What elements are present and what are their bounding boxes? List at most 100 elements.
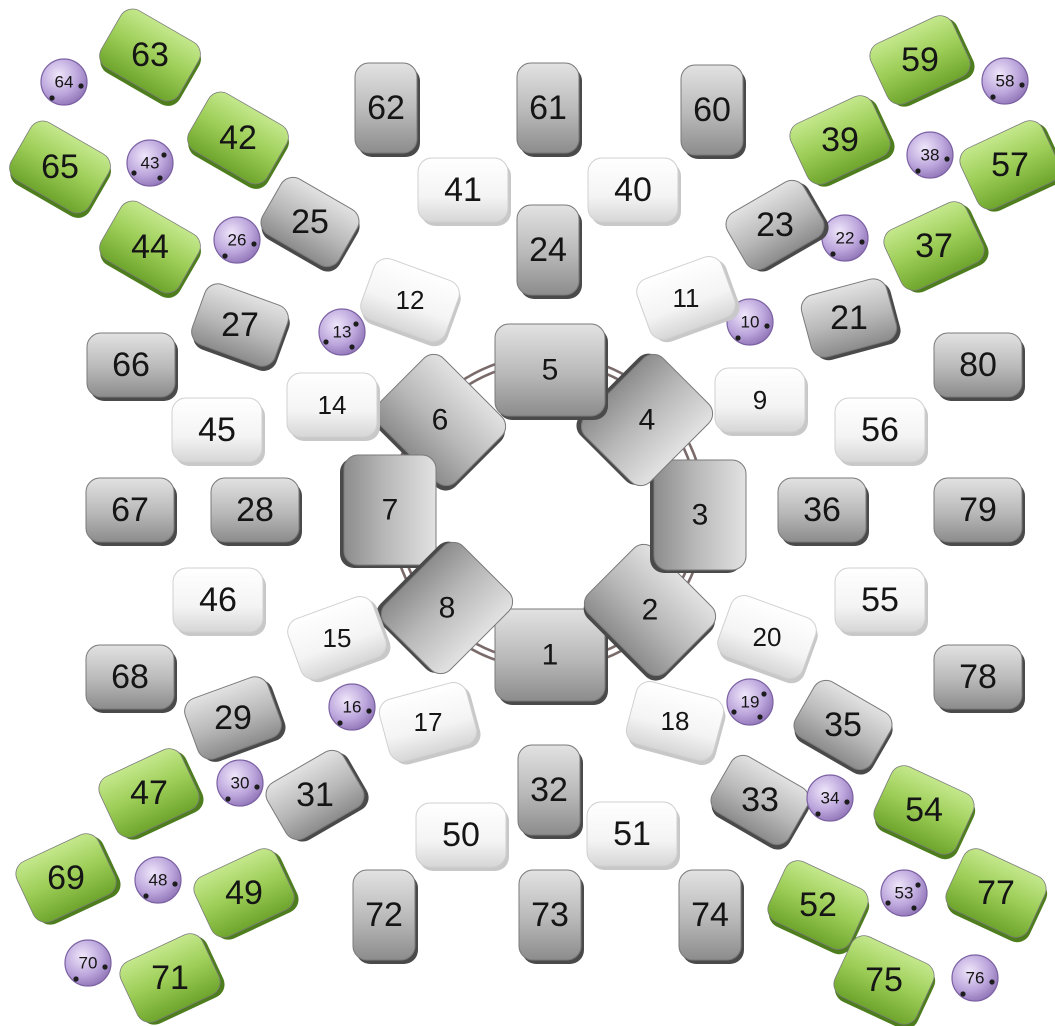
node-label: 13 [333, 323, 352, 342]
node-32: 32 [518, 745, 583, 839]
node-label: 35 [824, 706, 862, 744]
node-40: 40 [588, 158, 681, 226]
dot-mark [915, 168, 920, 173]
node-35: 35 [787, 675, 900, 779]
node-13: 13 [319, 309, 365, 355]
node-24: 24 [517, 205, 582, 299]
node-label: 40 [614, 171, 652, 209]
node-label: 30 [231, 774, 250, 793]
node-20: 20 [712, 592, 823, 688]
node-label: 8 [439, 592, 456, 625]
node-label: 74 [691, 896, 729, 934]
node-31: 31 [261, 744, 374, 848]
dot-mark [254, 784, 259, 789]
dot-mark [960, 991, 965, 996]
node-label: 2 [642, 594, 659, 627]
dot-mark [222, 253, 227, 258]
node-73: 73 [519, 870, 584, 964]
node-label: 43 [141, 154, 160, 173]
node-label: 71 [151, 959, 189, 997]
node-74: 74 [679, 870, 744, 964]
node-label: 17 [414, 707, 443, 737]
node-label: 28 [236, 491, 274, 529]
node-label: 24 [529, 231, 567, 269]
node-label: 42 [219, 119, 257, 157]
dot-mark [225, 796, 230, 801]
node-22: 22 [822, 215, 868, 261]
node-label: 19 [741, 693, 760, 712]
node-12: 12 [355, 255, 466, 351]
node-label: 32 [530, 771, 568, 809]
node-label: 46 [199, 581, 237, 619]
node-label: 73 [531, 896, 569, 934]
node-30: 30 [217, 760, 263, 806]
node-47: 47 [94, 743, 208, 846]
node-label: 5 [542, 354, 559, 387]
node-label: 33 [741, 781, 779, 819]
node-16: 16 [329, 684, 375, 730]
node-label: 10 [741, 313, 760, 332]
dot-mark [990, 94, 995, 99]
node-label: 56 [861, 411, 899, 449]
dot-mark [172, 881, 177, 886]
dot-mark [885, 900, 890, 905]
node-label: 68 [111, 658, 149, 696]
node-label: 61 [529, 89, 567, 127]
node-71: 71 [115, 928, 229, 1026]
node-label: 37 [915, 227, 953, 265]
node-label: 57 [991, 146, 1029, 184]
node-label: 67 [111, 491, 149, 529]
node-45: 45 [172, 398, 265, 466]
dot-mark [73, 976, 78, 981]
node-label: 39 [821, 121, 859, 159]
node-label: 55 [861, 581, 899, 619]
node-79: 79 [934, 478, 1025, 546]
node-label: 52 [799, 886, 837, 924]
dot-mark [337, 720, 342, 725]
dot-mark [102, 964, 107, 969]
node-label: 65 [41, 148, 79, 186]
node-41: 41 [418, 158, 511, 226]
node-label: 27 [221, 306, 259, 344]
node-39: 39 [785, 90, 899, 193]
node-label: 18 [661, 706, 690, 736]
dot-mark [366, 708, 371, 713]
node-65: 65 [3, 116, 119, 223]
node-label: 36 [803, 491, 841, 529]
node-label: 38 [921, 146, 940, 165]
node-29: 29 [181, 672, 290, 767]
node-21: 21 [798, 275, 903, 364]
dot-mark [353, 321, 358, 326]
node-37: 37 [879, 196, 993, 299]
node-label: 64 [55, 73, 74, 92]
node-78: 78 [934, 645, 1025, 713]
node-42: 42 [181, 87, 297, 194]
dot-mark [1019, 82, 1024, 87]
node-label: 34 [821, 789, 840, 808]
node-label: 80 [959, 346, 997, 384]
node-56: 56 [835, 398, 928, 466]
node-26: 26 [214, 217, 260, 263]
node-11: 11 [633, 252, 744, 348]
node-label: 23 [756, 206, 794, 244]
node-1: 1 [495, 609, 608, 705]
node-label: 59 [901, 41, 939, 79]
node-59: 59 [865, 10, 979, 113]
node-50: 50 [416, 803, 509, 871]
node-19: 19 [727, 679, 773, 725]
node-18: 18 [622, 678, 729, 768]
node-label: 31 [296, 776, 334, 814]
dot-mark [911, 905, 916, 910]
node-label: 76 [966, 969, 985, 988]
node-label: 15 [323, 623, 352, 653]
node-27: 27 [186, 280, 295, 375]
node-label: 58 [996, 72, 1015, 91]
dot-mark [757, 714, 762, 719]
node-label: 77 [977, 874, 1015, 912]
node-67: 67 [86, 478, 177, 546]
node-label: 9 [753, 385, 767, 415]
node-label: 54 [905, 791, 943, 829]
dot-mark [349, 344, 354, 349]
